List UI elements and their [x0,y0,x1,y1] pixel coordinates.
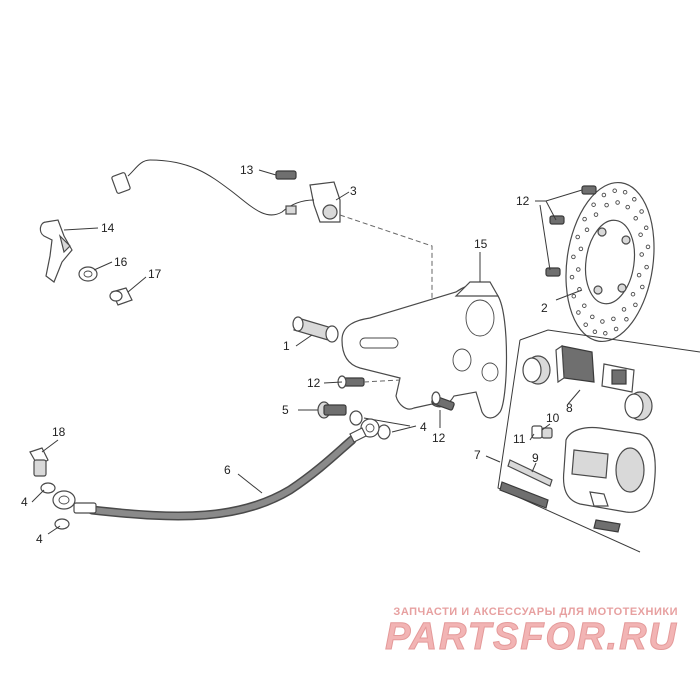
disc-hole [604,202,609,208]
callout-14: 14 [101,221,115,235]
disc-hole [582,216,587,222]
disc-hole [630,291,636,297]
callout-16: 16 [114,255,128,269]
washer-4b [377,424,391,440]
callout-1: 1 [283,339,290,353]
disc-hole [571,254,576,260]
disc-hole [576,267,581,272]
disc-hole [613,326,619,332]
callout-15: 15 [474,237,488,251]
callout-13: 13 [240,163,254,177]
callout-12-lower: 12 [432,431,446,445]
banjo-bolt-18 [29,447,49,477]
bolt-12-bracket [337,375,365,389]
disc-bolts [545,185,597,277]
callout-2: 2 [541,301,548,315]
brake-disc [565,181,655,343]
bolt-12-lower [431,391,455,411]
disc-hole [612,188,617,193]
disc-hole [592,329,598,335]
disc-hole [571,293,577,299]
disc-hole [569,274,575,280]
disc-hole [639,209,644,214]
disc-hole [593,212,599,217]
speed-sensor [111,159,341,223]
bleeder-valve-10-11 [531,425,553,439]
brake-pads-8 [522,344,653,421]
partsfor-watermark: ЗАПЧАСТИ И АКСЕССУАРЫ ДЛЯ МОТОТЕХНИКИ PA… [385,606,678,659]
disc-hole [643,225,649,231]
callout-17: 17 [148,267,162,281]
pad-pin-9 [499,459,553,509]
disc-hole [632,197,637,202]
pin-17 [109,287,133,306]
disc-hole [584,227,590,233]
disc-hole [603,331,608,336]
callout-3: 3 [350,184,357,198]
disc-hole [615,200,620,205]
callout-11: 11 [513,432,526,446]
washer-16 [78,266,98,282]
callout-4-right: 4 [420,420,427,434]
callout-6: 6 [224,463,231,477]
caliper-bracket [341,281,508,419]
disc-hole [645,244,651,250]
caliper-kit-box [497,329,700,553]
disc-hole [636,272,642,278]
callout-12-bracket: 12 [307,376,321,390]
disc-hole [575,234,580,240]
washer-4c [40,482,56,494]
callout-8: 8 [566,401,573,415]
brake-hose [52,418,380,521]
disc-hole [578,246,584,252]
disc-hole [624,317,629,322]
disc-hole [625,204,630,210]
disc-hole [638,232,643,237]
disc-hole [639,252,644,257]
disc-hole [640,284,645,290]
watermark-tagline: ЗАПЧАСТИ И АКСЕССУАРЫ ДЛЯ МОТОТЕХНИКИ [393,606,678,618]
washer-4a [349,410,363,426]
callout-labels: 1 2 3 4 4 4 5 6 7 8 9 10 11 12 12 12 13 … [21,163,573,546]
disc-hole [576,310,581,315]
disc-hole [621,307,627,312]
caliper-pin-1 [292,316,339,343]
banjo-bolt-5 [317,401,347,419]
callout-18: 18 [52,425,66,439]
disc-hole [582,303,587,308]
callout-4-left-lower: 4 [36,532,43,546]
disc-hole [600,319,605,324]
callout-4-left-upper: 4 [21,495,28,509]
disc-hole [591,202,596,207]
disc-hole [633,302,638,308]
callout-5: 5 [282,403,289,417]
disc-hole [583,322,588,327]
disc-hole [601,192,607,198]
disc-hole [622,189,628,195]
disc-hole [590,314,595,320]
callout-12-disc: 12 [516,194,530,208]
watermark-logo: PARTSFOR.RU [385,616,678,659]
disc-hole [611,316,616,322]
clip-part-14 [39,219,73,283]
callout-9: 9 [532,451,539,465]
callout-10: 10 [546,411,560,425]
disc-hole [633,216,638,221]
callout-7: 7 [474,448,481,462]
disc-hole [644,264,649,270]
caliper-body [562,426,656,533]
